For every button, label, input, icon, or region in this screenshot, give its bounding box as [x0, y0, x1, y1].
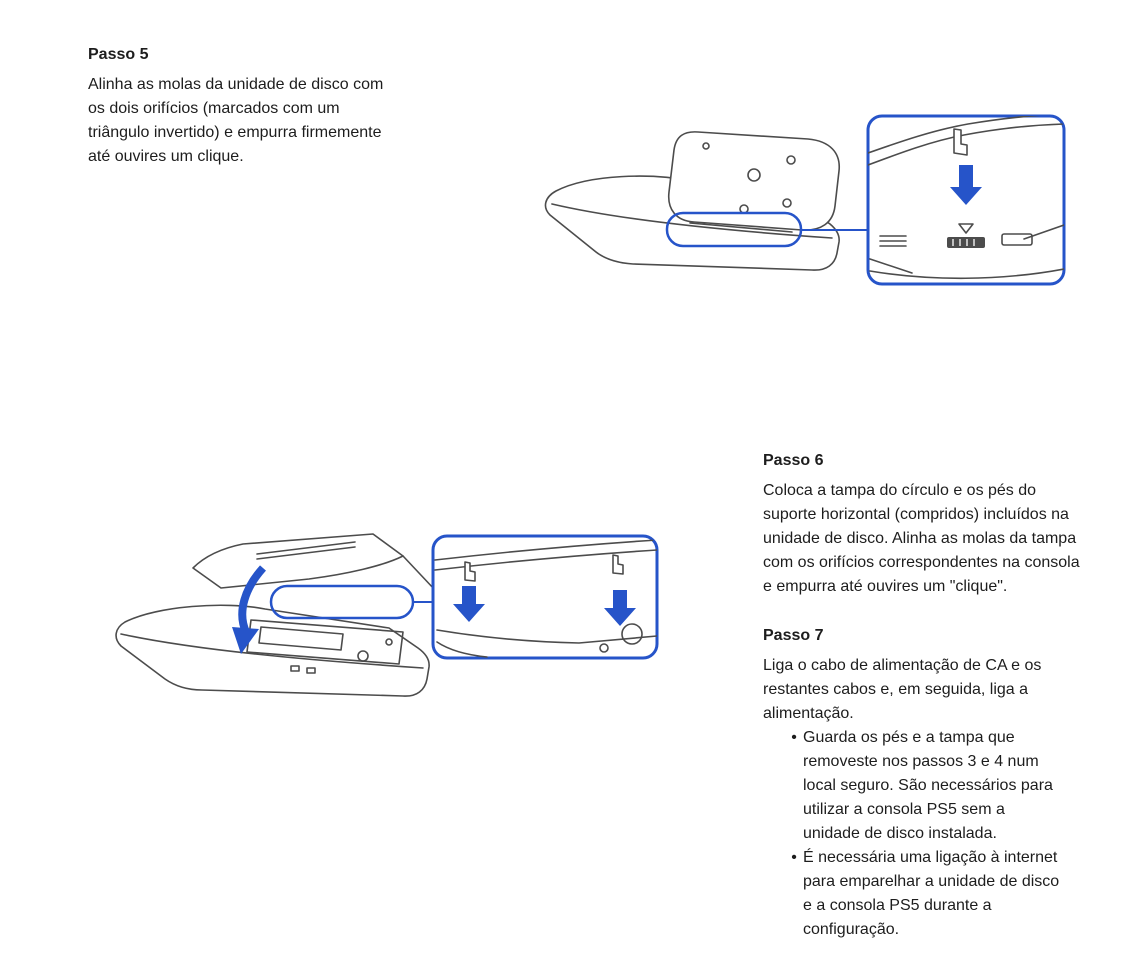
step5-figure [540, 103, 1070, 301]
step5-section: Passo 5 Alinha as molas da unidade de di… [88, 44, 398, 169]
down-arrow-icon [950, 165, 982, 205]
down-arrow-icon [604, 590, 636, 626]
spring-tab [612, 554, 624, 575]
triangle-mark-icon [958, 223, 974, 234]
list-item-text: É necessária uma ligação à internet para… [803, 849, 1060, 938]
spring-tab [953, 128, 968, 156]
step7-section: Passo 7 Liga o cabo de alimentação de CA… [763, 625, 1085, 942]
detail-callout-box [431, 534, 659, 660]
step6-detail-view [434, 539, 657, 658]
spring-slot [947, 237, 985, 248]
step7-title: Passo 7 [763, 627, 824, 644]
step6-section: Passo 6 Coloca a tampa do círculo e os p… [763, 450, 1085, 599]
list-item: • Guarda os pés e a tampa que removeste … [763, 726, 1085, 846]
step6-title: Passo 6 [763, 452, 824, 469]
step7-notes-list: • Guarda os pés e a tampa que removeste … [763, 726, 1085, 942]
console-open-cover-illustration [115, 533, 436, 697]
circle-cover-hole [621, 623, 643, 645]
rotate-down-arrow-icon [238, 565, 267, 634]
hatch-marks [879, 235, 907, 247]
open-cover [192, 533, 404, 589]
step5-illustration [544, 114, 1066, 286]
step6-illustration [115, 533, 659, 697]
down-arrow-icon [453, 586, 485, 622]
step7-body: Liga o cabo de alimentação de CA e os re… [763, 657, 1042, 722]
console-with-disc-drive-illustration [544, 131, 840, 271]
list-item: • É necessária uma ligação à internet pa… [763, 846, 1085, 942]
bullet-icon: • [791, 729, 797, 746]
step5-body: Alinha as molas da unidade de disco com … [88, 76, 384, 165]
list-item-text: Guarda os pés e a tampa que removeste no… [803, 729, 1053, 842]
step6-figure [105, 528, 661, 708]
right-column: Passo 6 Coloca a tampa do círculo e os p… [763, 450, 1085, 942]
disc-drive-unit [258, 626, 344, 651]
step5-detail-view [868, 116, 1064, 280]
step6-body: Coloca a tampa do círculo e os pés do su… [763, 482, 1080, 595]
step5-title: Passo 5 [88, 46, 149, 63]
bullet-icon: • [791, 849, 797, 866]
spring-tab [464, 561, 476, 582]
